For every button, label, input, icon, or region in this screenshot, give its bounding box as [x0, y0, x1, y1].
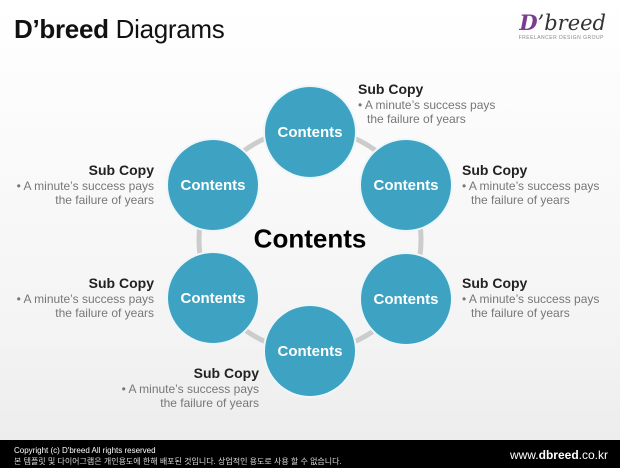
sub-copy-line1: • A minute’s success pays [358, 98, 496, 112]
page-title: D’breed Diagrams [14, 14, 225, 45]
sub-copy-upper-left: Sub Copy • A minute’s success pays the f… [4, 162, 154, 207]
node-label: Contents [180, 176, 246, 194]
node-circle-bottom: Contents [265, 306, 355, 396]
sub-copy-upper-right: Sub Copy • A minute’s success pays the f… [462, 162, 612, 207]
footer-url[interactable]: www.dbreed.co.kr [510, 448, 608, 462]
node-label: Contents [373, 176, 439, 194]
logo-tagline: FREELANCER DESIGN GROUP [518, 35, 604, 41]
title-brand: D’breed [14, 14, 109, 44]
sub-copy-line1: • A minute’s success pays [462, 179, 600, 193]
sub-copy-line1: • A minute’s success pays [121, 382, 259, 396]
node-label: Contents [277, 342, 343, 360]
sub-copy-lower-right: Sub Copy • A minute’s success pays the f… [462, 275, 612, 320]
node-circle-lower-right: Contents [361, 254, 451, 344]
footer-copyright: Copyright (c) D'breed All rights reserve… [14, 446, 156, 455]
sub-copy-line1: • A minute’s success pays [16, 292, 154, 306]
sub-copy-title: Sub Copy [193, 365, 259, 381]
node-circle-upper-left: Contents [168, 140, 258, 230]
sub-copy-line1: • A minute’s success pays [16, 179, 154, 193]
sub-copy-line2: the failure of years [160, 396, 259, 410]
brand-logo: D’breed FREELANCER DESIGN GROUP [514, 10, 606, 46]
sub-copy-title: Sub Copy [358, 81, 424, 97]
sub-copy-line2: the failure of years [367, 112, 466, 126]
node-circle-lower-left: Contents [168, 253, 258, 343]
sub-copy-line2: the failure of years [471, 306, 570, 320]
sub-copy-title: Sub Copy [462, 275, 528, 291]
node-label: Contents [277, 123, 343, 141]
footer-bar: Copyright (c) D'breed All rights reserve… [0, 440, 620, 468]
title-rest: Diagrams [115, 14, 225, 44]
logo-mark: D [519, 10, 538, 35]
sub-copy-title: Sub Copy [88, 275, 154, 291]
sub-copy-title: Sub Copy [88, 162, 154, 178]
sub-copy-title: Sub Copy [462, 162, 528, 178]
sub-copy-line2: the failure of years [471, 193, 570, 207]
node-label: Contents [180, 289, 246, 307]
sub-copy-line1: • A minute’s success pays [462, 292, 600, 306]
sub-copy-line2: the failure of years [55, 306, 154, 320]
url-prefix: www. [509, 448, 539, 462]
footer-notice: 본 템플릿 및 다이어그램은 개인용도에 한해 배포된 것입니다. 상업적인 용… [14, 457, 342, 466]
sub-copy-lower-left: Sub Copy • A minute’s success pays the f… [4, 275, 154, 320]
sub-copy-line2: the failure of years [55, 193, 154, 207]
node-circle-upper-right: Contents [361, 140, 451, 230]
node-label: Contents [373, 290, 439, 308]
node-circle-top: Contents [265, 87, 355, 177]
sub-copy-top: Sub Copy • A minute’s success pays the f… [358, 81, 508, 126]
url-suffix: .co.kr [578, 448, 608, 462]
url-brand: dbreed [538, 448, 579, 462]
logo-wordmark: D’breed [519, 10, 606, 35]
center-label: Contents [253, 223, 367, 254]
logo-text: ’breed [537, 11, 606, 35]
sub-copy-bottom: Sub Copy • A minute’s success pays the f… [109, 365, 259, 410]
